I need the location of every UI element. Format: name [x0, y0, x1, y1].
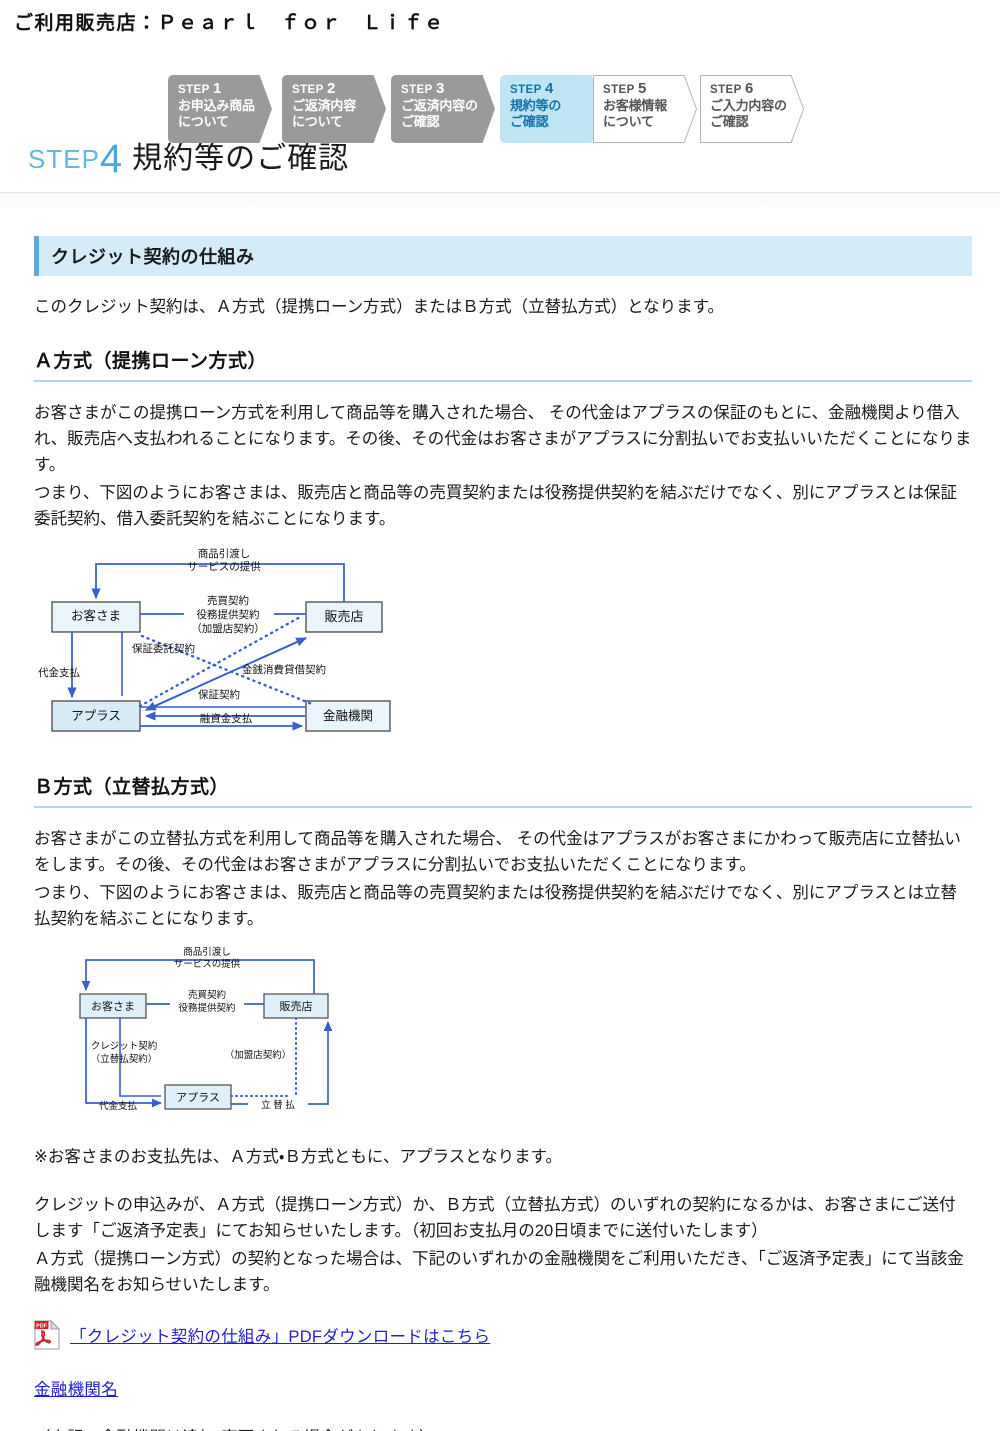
diagram-a-node-bank: 金融機関 — [323, 709, 373, 723]
diagram-b-svg: お客さま 販売店 アプラス 商品引渡し サービスの提供 売買契約 役務提供契約 … — [79, 946, 333, 1112]
step-outline-6 — [700, 75, 804, 143]
diagram-b-label-advance-payment: 立 替 払 — [261, 1099, 295, 1111]
step-item-6[interactable]: STEP 6 ご入力内容の ご確認 — [700, 75, 804, 143]
step-number-5: STEP 5 — [603, 80, 647, 97]
step-item-5[interactable]: STEP 5 お客様情報 について — [593, 75, 697, 143]
step-label-6: ご入力内容の ご確認 — [710, 98, 787, 129]
closing-note: （上記の金融機関は追加・変更される場合があります） — [34, 1424, 972, 1431]
step-progress-bar: STEP 1 お申込み商品 について STEP 2 ご返済内容 について STE… — [0, 41, 1000, 143]
title-divider — [0, 192, 1000, 210]
pdf-icon: PDF — [34, 1320, 60, 1350]
subheading-method-b: Ｂ方式（立替払方式） — [34, 772, 972, 808]
bank-link-row[interactable]: 金融機関名 — [34, 1376, 972, 1400]
pdf-download-link[interactable]: 「クレジット契約の仕組み」PDFダウンロードはこちら — [70, 1328, 491, 1346]
note-detail-1: クレジットの申込みが、Ａ方式（提携ローン方式）か、Ｂ方式（立替払方式）のいずれの… — [34, 1196, 956, 1240]
diagram-a-label-sale-1: 売買契約 — [207, 594, 249, 607]
diagram-b-label-sale-2: 役務提供契約 — [178, 1002, 235, 1014]
step-item-2[interactable]: STEP 2 ご返済内容 について — [282, 75, 386, 143]
step-number-3: STEP 3 — [401, 80, 445, 97]
diagram-a-label-payment: 代金支払 — [38, 666, 80, 679]
diagram-method-a: お客さま 販売店 アプラス 金融機関 商品引渡し サービスの提供 売買契約 役務… — [34, 546, 972, 746]
step-label-1: お申込み商品 について — [178, 98, 255, 129]
page-title-text: 規約等のご確認 — [132, 142, 350, 175]
diagram-a-label-delivery-2: サービスの提供 — [187, 560, 261, 573]
step-number-2: STEP 2 — [292, 80, 336, 97]
diagram-b-label-sale-1: 売買契約 — [188, 989, 226, 1001]
diagram-a-label-guarantee: 保証契約 — [198, 688, 240, 701]
pdf-icon-label: PDF — [36, 1324, 47, 1330]
diagram-b-label-member-shop: （加盟店契約） — [225, 1049, 292, 1061]
links-area: PDF 「クレジット契約の仕組み」PDFダウンロードはこちら 金融機関名 （上記… — [34, 1320, 972, 1431]
diagram-a-label-delivery-1: 商品引渡し — [198, 547, 251, 560]
page-title-step-word: STEP — [28, 144, 100, 174]
diagram-a-svg: お客さま 販売店 アプラス 金融機関 商品引渡し サービスの提供 売買契約 役務… — [38, 547, 391, 732]
step-item-4[interactable]: STEP 4 規約等の ご確認 — [500, 75, 604, 143]
diagram-a-label-loan-payment: 融資金支払 — [200, 712, 253, 725]
diagram-method-b: お客さま 販売店 アプラス 商品引渡し サービスの提供 売買契約 役務提供契約 … — [62, 946, 972, 1126]
step-outline-5 — [593, 75, 697, 143]
diagram-a-node-customer: お客さま — [71, 609, 121, 623]
method-b-paragraph-2: つまり、下図のようにお客さまは、販売店と商品等の売買契約または役務提供契約を結ぶ… — [34, 884, 958, 928]
section-heading-credit-structure: クレジット契約の仕組み — [34, 236, 972, 276]
step-item-3[interactable]: STEP 3 ご返済内容の ご確認 — [391, 75, 495, 143]
diagram-b-label-delivery-2: サービスの提供 — [174, 958, 241, 970]
diagram-b-node-shop: 販売店 — [280, 1000, 313, 1013]
step-item-1[interactable]: STEP 1 お申込み商品 について — [168, 75, 272, 143]
subheading-method-a: Ａ方式（提携ローン方式） — [34, 346, 972, 382]
diagram-a-label-sale-3: （加盟店契約） — [191, 622, 265, 635]
step-number-1: STEP 1 — [178, 80, 222, 97]
method-a-paragraph-2: つまり、下図のようにお客さまは、販売店と商品等の売買契約または役務提供契約を結ぶ… — [34, 484, 958, 528]
step-number-6: STEP 6 — [710, 80, 754, 97]
diagram-b-node-aplus: アプラス — [176, 1091, 220, 1104]
step-number-4: STEP 4 — [510, 80, 554, 97]
step-label-3: ご返済内容の ご確認 — [401, 98, 478, 129]
page-title: STEP4 規約等のご確認 — [28, 133, 1000, 182]
step-label-4: 規約等の ご確認 — [510, 98, 562, 129]
method-b-paragraph-1: お客さまがこの立替払方式を利用して商品等を購入された場合、 その代金はアプラスが… — [34, 830, 961, 874]
method-a-paragraph-1: お客さまがこの提携ローン方式を利用して商品等を購入された場合、 その代金はアプラ… — [34, 404, 972, 474]
note-payee: ※お客さまのお支払先は、Ａ方式・Ｂ方式ともに、アプラスとなります。 — [34, 1148, 562, 1166]
page-title-step-number: 4 — [99, 137, 123, 181]
step-label-2: ご返済内容 について — [292, 98, 357, 129]
merchant-header: ご利用販売店：Ｐｅａｒｌ ｆｏｒ Ｌｉｆｅ — [14, 13, 445, 34]
pdf-download-row[interactable]: PDF 「クレジット契約の仕組み」PDFダウンロードはこちら — [34, 1320, 972, 1350]
diagram-a-label-sale-2: 役務提供契約 — [197, 608, 260, 621]
note-detail-2: Ａ方式（提携ローン方式）の契約となった場合は、下記のいずれかの金融機関をご利用い… — [34, 1250, 964, 1294]
diagram-a-node-shop: 販売店 — [324, 609, 363, 624]
section-intro-text: このクレジット契約は、Ａ方式（提携ローン方式）またはＢ方式（立替払方式）となりま… — [34, 298, 725, 316]
diagram-a-node-aplus: アプラス — [71, 709, 121, 723]
bank-name-link[interactable]: 金融機関名 — [34, 1381, 118, 1399]
diagram-b-label-payment: 代金支払 — [99, 1100, 138, 1112]
diagram-b-label-credit-1: クレジット契約 — [91, 1040, 158, 1052]
diagram-b-label-delivery-1: 商品引渡し — [183, 946, 231, 958]
diagram-b-label-credit-2: （立替払契約） — [91, 1053, 158, 1065]
step-label-5: お客様情報 について — [603, 98, 668, 129]
diagram-b-node-customer: お客さま — [91, 999, 135, 1013]
diagram-a-label-loan-contract: 金銭消費貸借契約 — [242, 663, 326, 676]
diagram-a-label-guarantee-trust: 保証委託契約 — [132, 642, 195, 655]
